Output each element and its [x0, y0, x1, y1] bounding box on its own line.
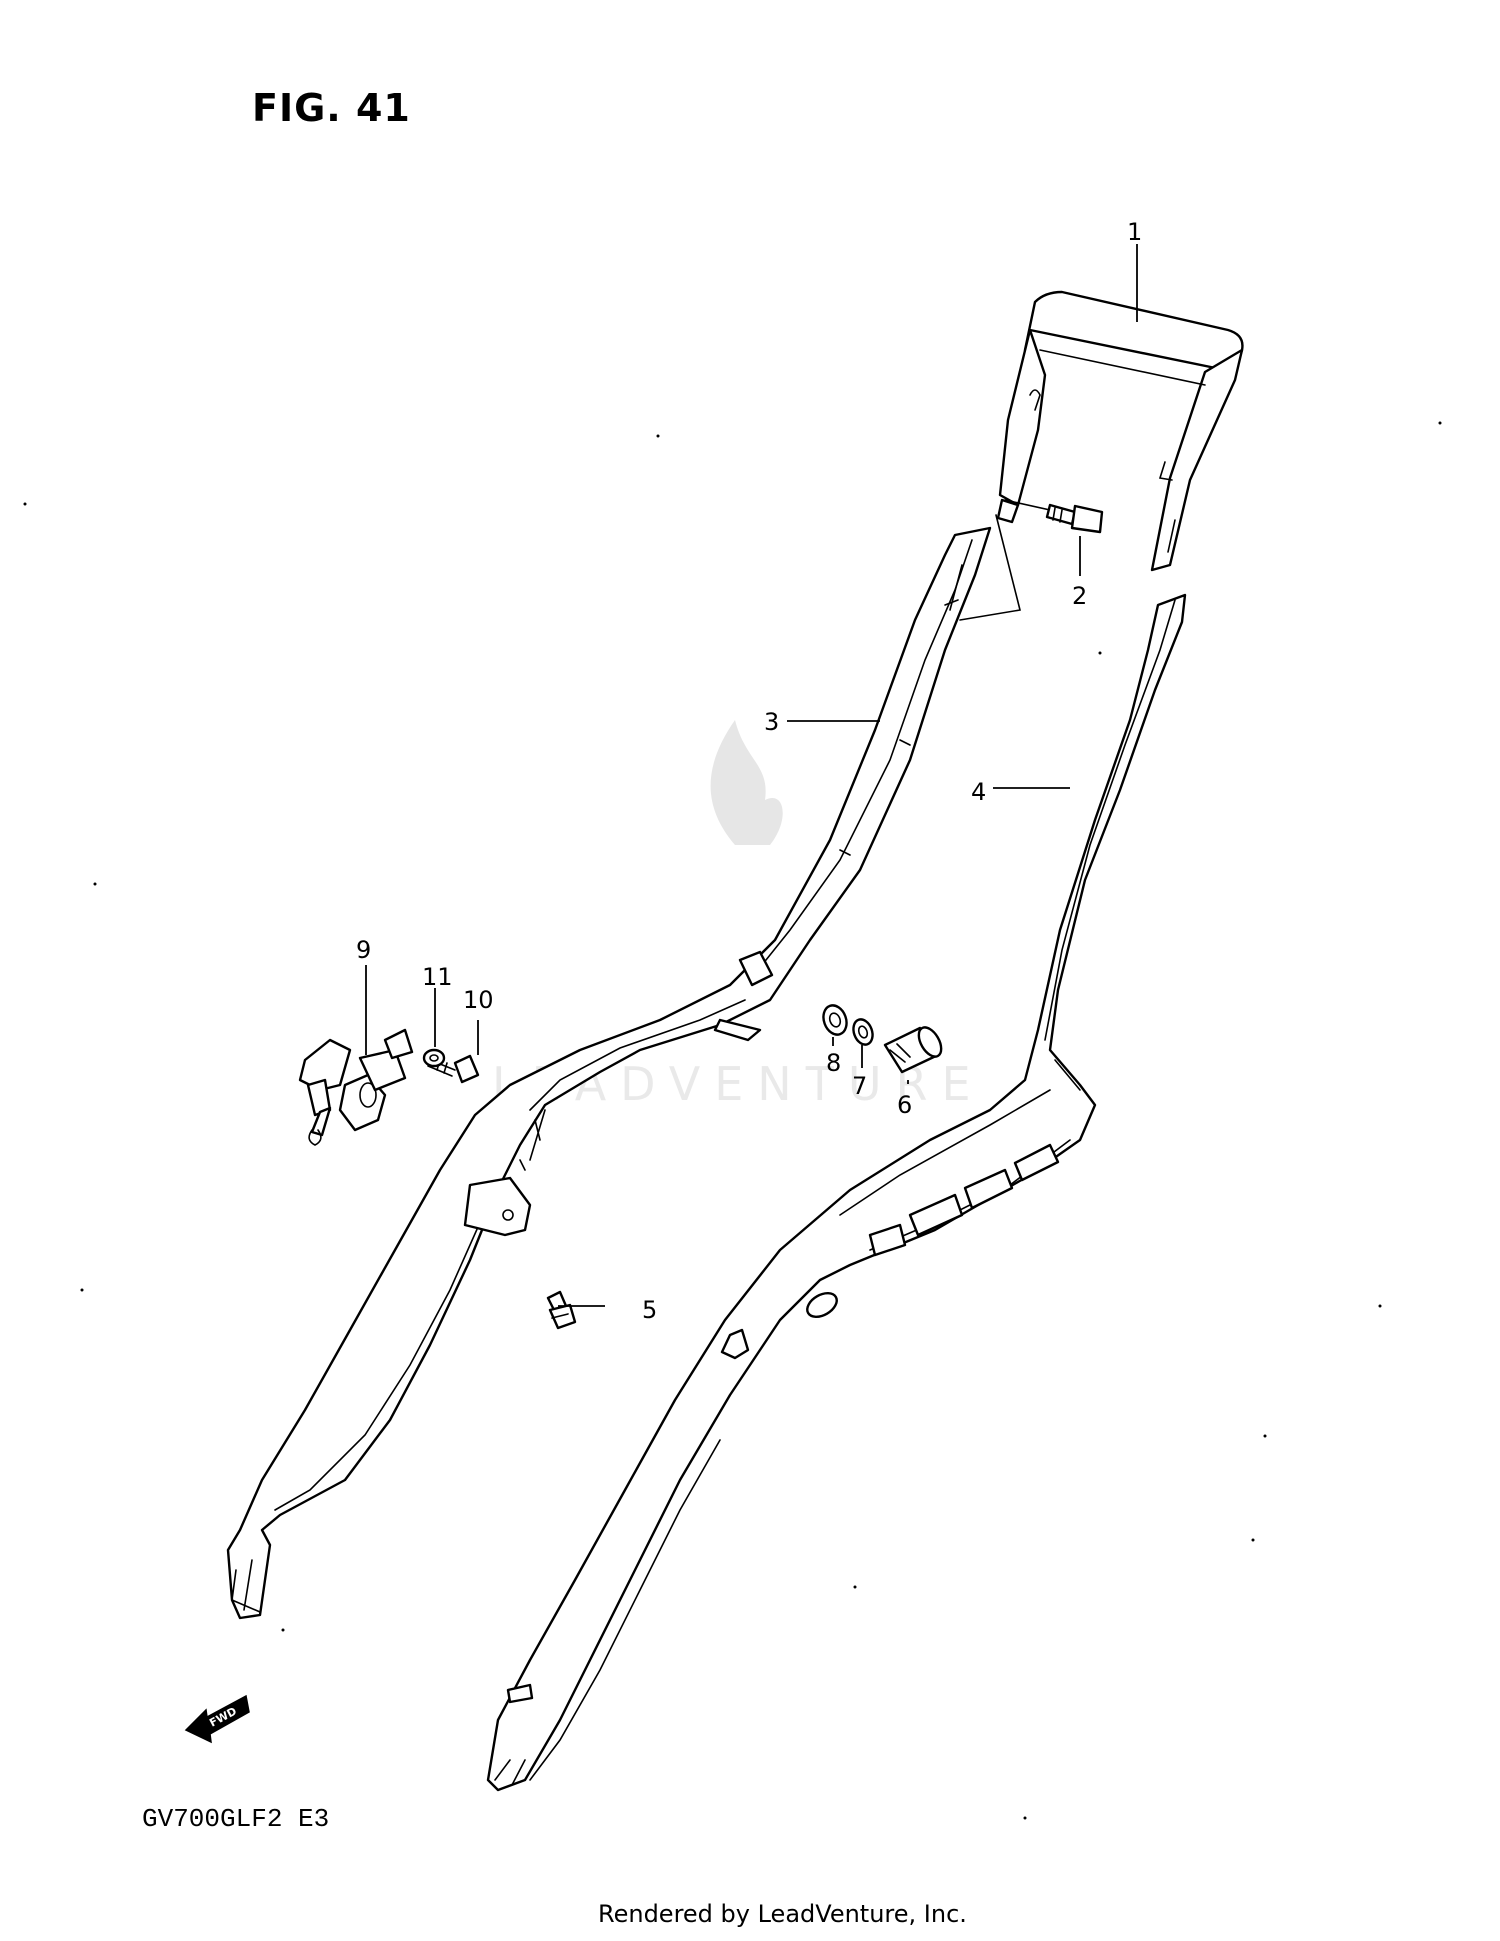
fwd-direction-arrow: FWD	[184, 1694, 250, 1744]
alignment-guide	[959, 514, 1021, 621]
part-4-right-frame-rail	[486, 593, 1187, 1792]
part-1-grab-rail	[996, 290, 1244, 572]
part-8-washer	[822, 1004, 848, 1036]
part-6-bolt	[883, 1026, 943, 1074]
callout-labels: 1 2 3 4 5 6 7 8 9 10 11	[356, 218, 1142, 1324]
callout-3: 3	[764, 708, 779, 736]
part-3-left-frame-rail	[226, 526, 992, 1620]
part-5-screw	[546, 1290, 577, 1330]
callout-9: 9	[356, 936, 371, 964]
callout-4: 4	[971, 778, 986, 806]
callout-1: 1	[1127, 218, 1142, 246]
footer-credit: Rendered by LeadVenture, Inc.	[598, 1900, 967, 1928]
part-9-lock-assembly	[298, 1028, 414, 1146]
scan-specks	[23, 421, 1442, 1820]
callout-leaders	[365, 244, 1138, 1307]
callout-10: 10	[463, 986, 494, 1014]
callout-11: 11	[422, 963, 453, 991]
callout-2: 2	[1072, 582, 1087, 610]
callout-7: 7	[852, 1072, 867, 1100]
part-2-bolt	[1004, 499, 1104, 534]
callout-8: 8	[826, 1049, 841, 1077]
part-11-washer	[422, 1048, 446, 1068]
callout-5: 5	[642, 1296, 657, 1324]
part-7-washer	[852, 1018, 874, 1046]
figure-title: FIG. 41	[252, 86, 411, 130]
callout-6: 6	[897, 1091, 912, 1119]
model-code: GV700GLF2 E3	[142, 1804, 330, 1834]
